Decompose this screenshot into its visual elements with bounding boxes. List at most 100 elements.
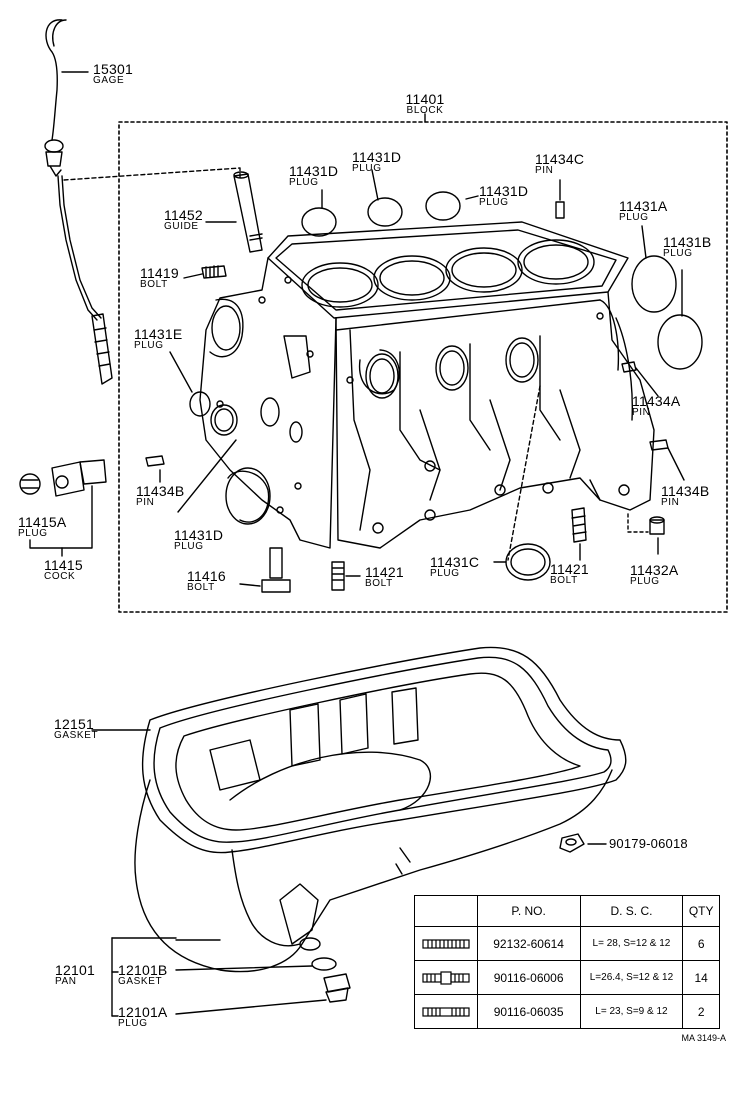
cell-qty: 2 <box>682 994 720 1029</box>
table-row: 90116-06006 L=26.4, S=12 & 12 14 <box>414 960 720 995</box>
nut-90179-06018 <box>559 833 585 853</box>
plug-11431A <box>631 255 677 313</box>
part-number: 11434B <box>661 483 710 499</box>
pin-11434C <box>555 201 565 219</box>
part-number: 11431E <box>134 326 183 342</box>
part-name: PLUG <box>352 163 382 174</box>
part-name: PLUG <box>134 340 164 351</box>
header-icon-col <box>414 895 478 927</box>
block-boundary <box>118 121 728 613</box>
part-11421-b: 11421 BOLT <box>550 562 589 586</box>
drain-cock-11415 <box>51 459 107 497</box>
part-number: 11432A <box>630 562 679 578</box>
part-11415A: 11415A PLUG <box>18 515 66 539</box>
part-11431D-d: 11431D PLUG <box>174 528 223 552</box>
header-dsc: D. S. C. <box>579 895 684 927</box>
header-qty: QTY <box>682 895 720 927</box>
plug-11415A <box>19 473 41 495</box>
part-number: 12101 <box>55 962 95 978</box>
part-11401: 11401 BLOCK <box>393 92 457 116</box>
part-11419: 11419 BOLT <box>140 266 179 290</box>
drain-plug-12101A <box>323 973 351 1003</box>
part-name: GASKET <box>54 730 99 741</box>
plug-11431E <box>189 391 211 417</box>
cell-part-no: 90116-06006 <box>476 960 581 995</box>
part-number: 11434C <box>535 151 585 167</box>
plug-11431D-top-mid <box>367 197 403 227</box>
part-number: 11431D <box>479 183 529 199</box>
part-number: 11431C <box>430 554 480 570</box>
bolt-11421-left <box>331 561 345 591</box>
part-11431E: 11431E PLUG <box>134 327 182 351</box>
cell-qty: 6 <box>682 926 720 961</box>
part-name: PLUG <box>289 177 319 188</box>
part-11431A: 11431A PLUG <box>619 199 667 223</box>
drawing-code: MA 3149-A <box>681 1033 726 1043</box>
oil-pan-body <box>134 687 613 973</box>
dash-route <box>63 167 241 181</box>
plug-11431B <box>657 314 703 370</box>
part-12101B: 12101B GASKET <box>118 963 167 987</box>
part-name: BOLT <box>187 582 215 593</box>
part-11421-a: 11421 BOLT <box>365 565 404 589</box>
part-name: PLUG <box>663 248 693 259</box>
part-number: 12101B <box>118 962 168 978</box>
part-name: PLUG <box>18 528 48 539</box>
table-header-row: P. NO. D. S. C. QTY <box>414 895 720 927</box>
part-name: PLUG <box>174 541 204 552</box>
part-11434A: 11434A PIN <box>632 394 680 418</box>
part-number: 11421 <box>550 561 589 577</box>
bolt-11416 <box>261 547 291 593</box>
part-11431D-b: 11431D PLUG <box>352 150 401 174</box>
oil-pan-gasket-12101B <box>311 957 337 971</box>
part-name: GASKET <box>118 976 163 987</box>
part-90179-06018: 90179-06018 <box>609 837 688 850</box>
part-name: PLUG <box>479 197 509 208</box>
part-11431D-c: 11431D PLUG <box>479 184 528 208</box>
bolt-spec-table: P. NO. D. S. C. QTY 92132-60614 L= 28, S… <box>414 895 720 1029</box>
part-number: 11431B <box>663 234 712 250</box>
part-11452: 11452 GUIDE <box>164 208 203 232</box>
stud-bolt-icon <box>414 926 478 961</box>
part-11416: 11416 BOLT <box>187 569 226 593</box>
cell-part-no: 90116-06035 <box>476 994 581 1029</box>
plug-11431D-top-right <box>425 191 461 221</box>
part-number: 11431D <box>352 149 402 165</box>
part-number: 11434B <box>136 483 185 499</box>
cell-part-no: 92132-60614 <box>476 926 581 961</box>
part-number: 11431A <box>619 198 668 214</box>
part-11432A: 11432A PLUG <box>630 563 678 587</box>
stud-bolt-icon <box>414 994 478 1029</box>
part-number: 12151 <box>54 716 94 732</box>
part-name: PIN <box>535 165 554 176</box>
part-number: 11416 <box>187 568 226 584</box>
part-name: PIN <box>632 407 651 418</box>
part-number: 11431D <box>289 163 339 179</box>
guide-tube <box>233 171 263 253</box>
part-number: 11415 <box>44 557 83 573</box>
part-number: 11419 <box>140 265 179 281</box>
part-name: PIN <box>661 497 680 508</box>
double-end-stud-icon <box>414 960 478 995</box>
part-name: BOLT <box>550 575 578 586</box>
cell-dsc: L=26.4, S=12 & 12 <box>579 960 684 995</box>
part-15301: 15301 GAGE <box>93 62 133 86</box>
part-name: GAGE <box>93 75 125 86</box>
part-12101: 12101 PAN <box>55 963 95 987</box>
header-part-no: P. NO. <box>476 895 581 927</box>
cell-qty: 14 <box>682 960 720 995</box>
part-number: 12101A <box>118 1004 168 1020</box>
bolt-11421-right <box>571 507 587 543</box>
part-11434B-right: 11434B PIN <box>661 484 709 508</box>
part-number: 11401 <box>405 91 445 107</box>
bolt-11419 <box>201 265 227 279</box>
plug-11431C <box>505 543 551 581</box>
part-name: PLUG <box>619 212 649 223</box>
part-11431B: 11431B PLUG <box>663 235 711 259</box>
part-11434C: 11434C PIN <box>535 152 584 176</box>
cylinder-block <box>199 221 655 549</box>
part-11431C: 11431C PLUG <box>430 555 479 579</box>
part-name: GUIDE <box>164 221 199 232</box>
part-name: PLUG <box>630 576 660 587</box>
